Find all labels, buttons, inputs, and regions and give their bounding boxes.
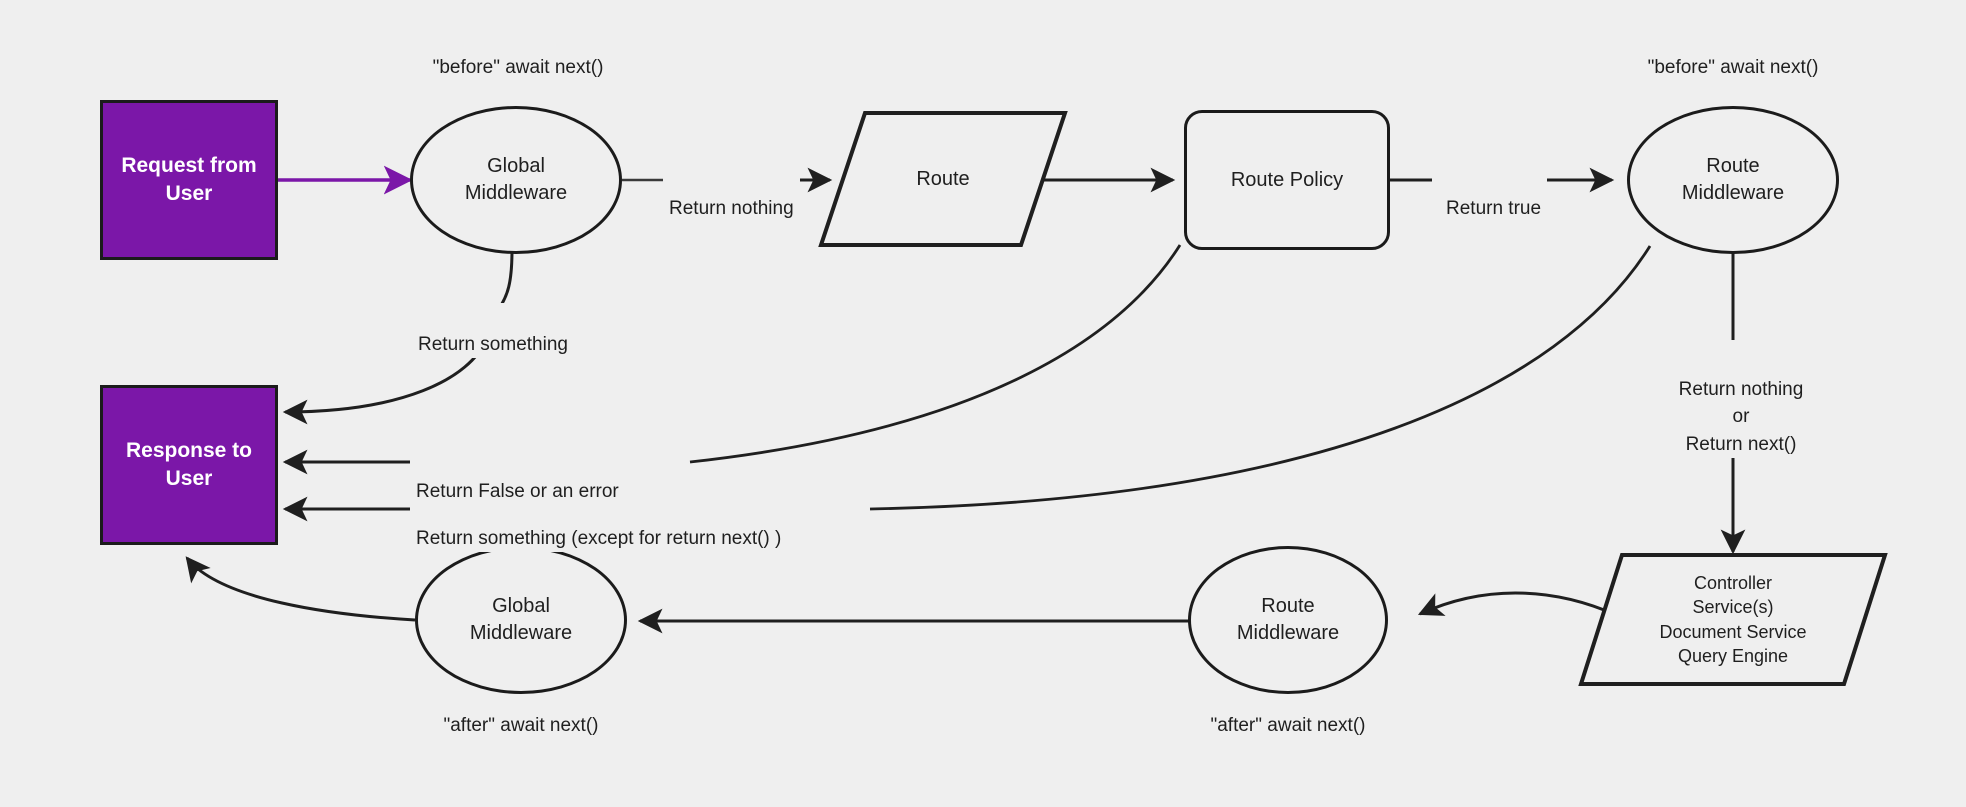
node-global-middleware-bottom[interactable]: Global Middleware (415, 546, 627, 694)
annotation-before-await-next-left: "before" await next() (418, 57, 618, 79)
node-global-middleware-top[interactable]: Global Middleware (410, 106, 622, 254)
edge-label-return-true-text: Return true (1446, 197, 1542, 219)
node-controller-label: Controller Service(s) Document Service Q… (1659, 572, 1807, 666)
edge-label-return-something-except-next: Return something (except for return next… (410, 497, 788, 553)
node-response-to-user[interactable]: Response to User (100, 385, 278, 545)
annotation-before-await-next-right: "before" await next() (1633, 57, 1833, 79)
edge-label-return-nothing-or-next-text: Return nothing or Return next() (1678, 378, 1804, 455)
annotation-after-await-next-left-text: "after" await next() (443, 715, 599, 736)
node-route-label: Route (916, 167, 970, 190)
node-request-from-user-label: Request from User (121, 153, 257, 205)
annotation-after-await-next-right-text: "after" await next() (1210, 715, 1366, 736)
node-route-policy[interactable]: Route Policy (1184, 110, 1390, 250)
node-request-from-user[interactable]: Request from User (100, 100, 278, 260)
edge-label-return-nothing-or-next: Return nothing or Return next() (1655, 348, 1827, 459)
controller-parallelogram-shape (1578, 552, 1888, 687)
annotation-after-await-next-right: "after" await next() (1188, 715, 1388, 737)
edge-global-middleware-to-response (496, 249, 514, 311)
edge-global-middleware-bottom-to-response (185, 556, 416, 622)
route-parallelogram-shape (818, 110, 1068, 248)
node-global-middleware-bottom-label: Global Middleware (469, 595, 573, 644)
edge-label-return-true: Return true (1440, 167, 1548, 223)
node-route-middleware-top[interactable]: Route Middleware (1627, 106, 1839, 254)
edge-route-middleware-to-response (869, 245, 1652, 511)
edge-label-return-something-except-next-text: Return something (except for return next… (416, 527, 782, 549)
annotation-before-await-next-right-text: "before" await next() (1647, 57, 1819, 78)
edge-label-return-false-or-error: Return False or an error (410, 450, 625, 506)
node-route[interactable]: Route (818, 110, 1068, 248)
node-route-policy-label: Route Policy (1230, 168, 1344, 191)
node-route-middleware-bottom[interactable]: Route Middleware (1188, 546, 1388, 694)
edge-route-policy-to-response (689, 244, 1182, 464)
edge-label-return-false-or-error-text: Return False or an error (416, 480, 619, 502)
node-route-middleware-bottom-label: Route Middleware (1236, 595, 1340, 644)
edge-label-return-nothing-text: Return nothing (669, 197, 794, 219)
annotation-before-await-next-left-text: "before" await next() (432, 57, 604, 78)
edge-controller-to-route-middleware-bottom (1417, 591, 1617, 617)
node-route-middleware-top-label: Route Middleware (1681, 155, 1785, 204)
edge-label-return-nothing: Return nothing (663, 167, 800, 223)
edge-label-return-something-text: Return something (418, 333, 568, 355)
node-response-to-user-label: Response to User (125, 438, 253, 490)
node-global-middleware-top-label: Global Middleware (464, 155, 568, 204)
node-controller[interactable]: Controller Service(s) Document Service Q… (1578, 552, 1888, 687)
edge-label-return-something: Return something (412, 303, 574, 359)
annotation-after-await-next-left: "after" await next() (421, 715, 621, 737)
